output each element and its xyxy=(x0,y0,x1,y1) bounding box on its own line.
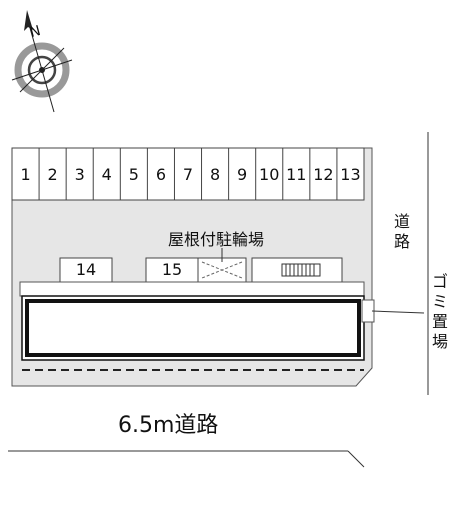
parking-space-14-label: 14 xyxy=(75,260,97,279)
garbage-leader xyxy=(371,310,425,314)
parking-space-15-box xyxy=(145,257,199,283)
building-inner xyxy=(25,299,361,357)
parking-space-8: 8 xyxy=(209,165,221,184)
parking-row-top xyxy=(11,147,365,201)
parking-space-2: 2 xyxy=(47,165,58,184)
garbage-label: ゴミ置場 xyxy=(430,272,450,352)
parking-space-1: 1 xyxy=(20,165,31,184)
parking-space-5: 5 xyxy=(128,165,139,184)
vertical-char: 道 xyxy=(393,212,410,231)
bicycle-parking-label: 屋根付駐輪場 xyxy=(168,230,265,249)
parking-space-7: 7 xyxy=(182,165,194,184)
vertical-char: 置 xyxy=(431,312,448,331)
stairs-icon xyxy=(281,263,321,277)
road-right-label: 道路 xyxy=(392,212,412,252)
road-bottom-label: 6.5m道路 xyxy=(118,413,219,438)
parking-space-15-label: 15 xyxy=(161,260,183,279)
parking-space-12: 12 xyxy=(313,165,334,184)
parking-space-13: 13 xyxy=(340,165,361,184)
vertical-char: ミ xyxy=(431,292,448,311)
parking-space-11: 11 xyxy=(286,165,307,184)
vertical-char: 路 xyxy=(393,232,410,251)
vertical-char: 場 xyxy=(431,332,448,351)
compass-rose-icon xyxy=(11,10,73,113)
vertical-char: ゴ xyxy=(431,272,448,291)
parking-space-10: 10 xyxy=(259,165,280,184)
parking-space-6: 6 xyxy=(155,165,166,184)
parking-space-9: 9 xyxy=(237,165,248,184)
parking-space-3: 3 xyxy=(74,165,85,184)
parking-space-4: 4 xyxy=(101,165,112,184)
